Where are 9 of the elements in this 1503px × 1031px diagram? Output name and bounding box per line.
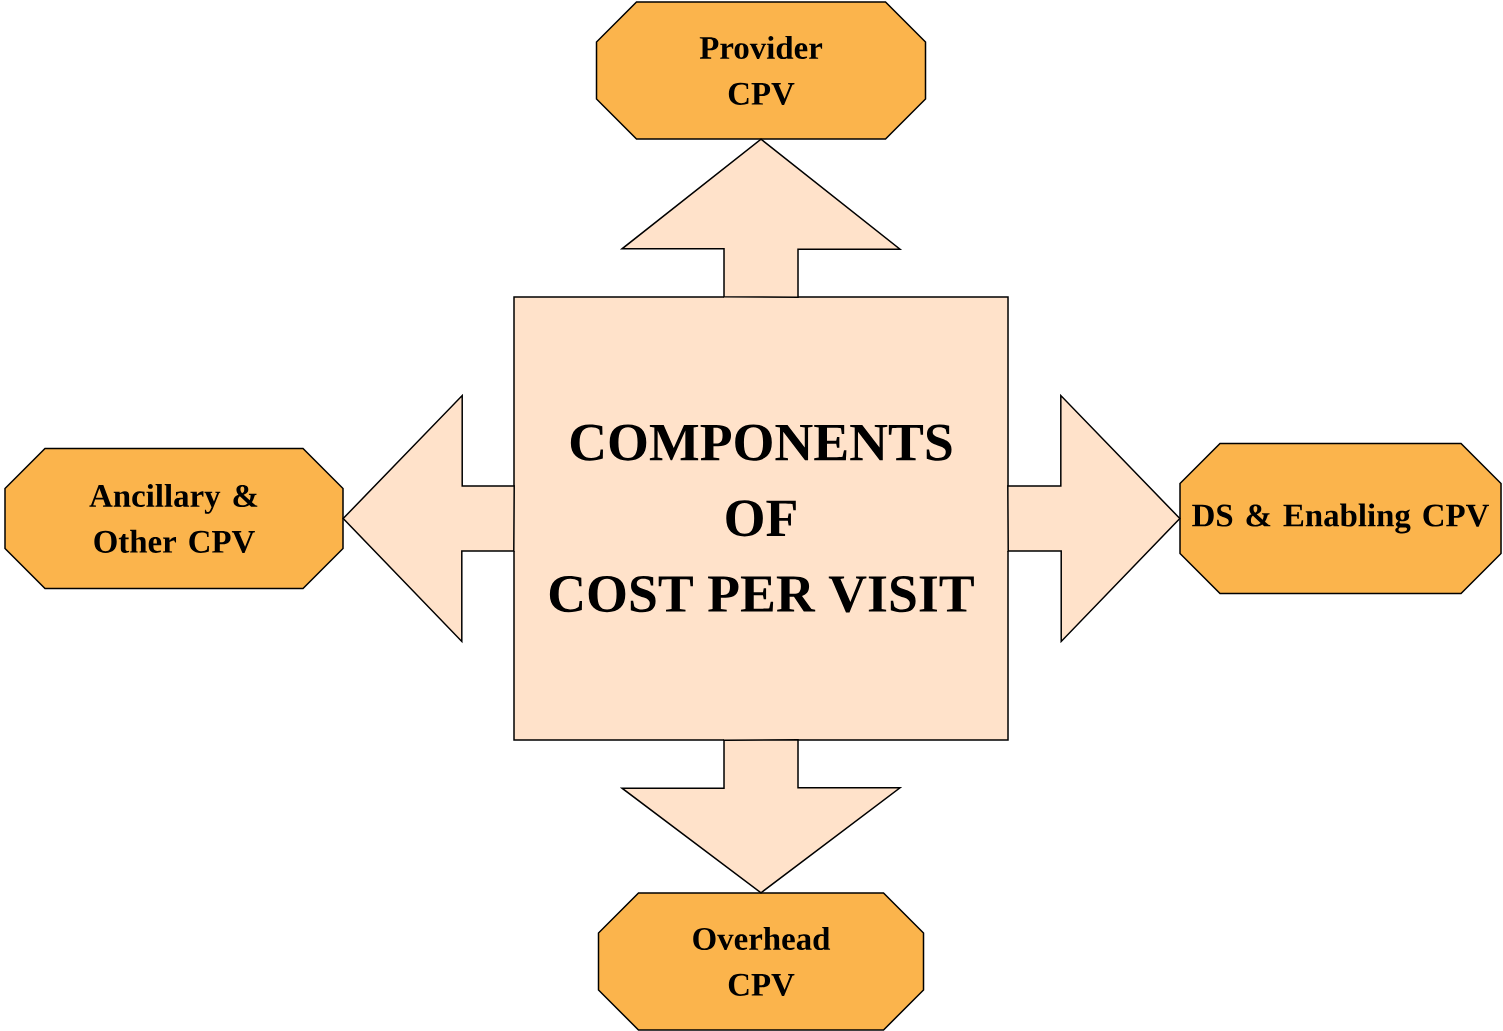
octagon-box: DS & Enabling CPV — [1179, 442, 1502, 595]
block-arrow — [619, 739, 903, 894]
block-arrow — [1007, 393, 1181, 644]
cross-box: COMPONENTS OF COST PER VISIT — [513, 296, 1009, 741]
octagon-box: Ancillary & Other CPV — [4, 447, 344, 590]
block-arrow — [342, 393, 515, 644]
octagon-box: Provider CPV — [595, 1, 927, 140]
octagon-box: Overhead CPV — [597, 892, 925, 1031]
block-arrow — [619, 138, 903, 298]
